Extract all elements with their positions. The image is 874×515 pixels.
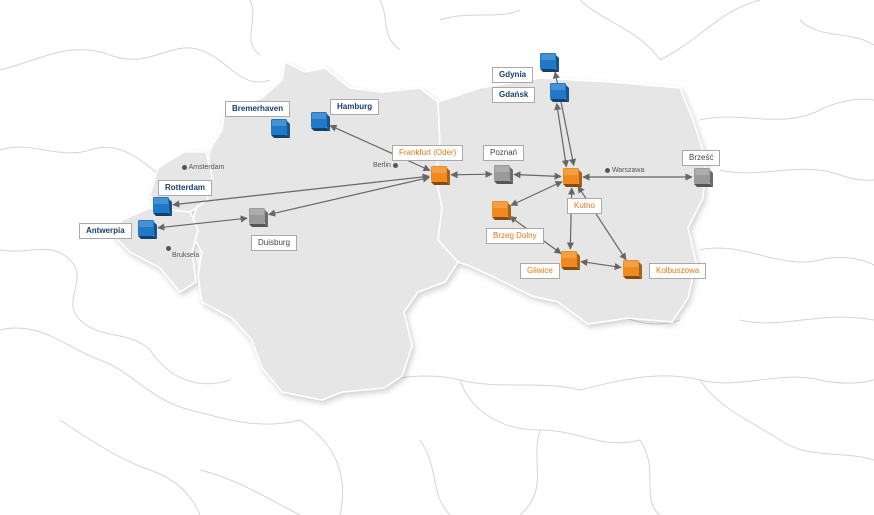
label-duisburg: Duisburg	[251, 235, 298, 251]
route-lines	[157, 71, 693, 271]
label-brzesc: Brześć	[682, 150, 721, 166]
label-gliwice: Gliwice	[520, 263, 560, 279]
city-label: Warszawa	[611, 167, 645, 174]
terminal-marker-gdynia[interactable]	[540, 53, 559, 72]
terminal-marker-kutno[interactable]	[563, 168, 582, 187]
city-berlin: Berlin	[373, 162, 398, 169]
terminal-marker-rotterdam[interactable]	[153, 197, 172, 216]
terminal-marker-poznan[interactable]	[494, 165, 513, 184]
city-bruksela: Bruksela	[166, 245, 199, 259]
label-kutno: Kutno	[567, 198, 602, 214]
label-bremerhaven: Bremerhaven	[225, 101, 291, 117]
terminal-marker-duisburg[interactable]	[249, 208, 268, 227]
route-gdansk-kutno	[554, 102, 569, 168]
route-antwerpia-duisburg	[157, 215, 248, 231]
terminal-marker-bremerhaven[interactable]	[271, 119, 290, 138]
label-frankfurt: Frankfurt (Oder)	[392, 145, 464, 161]
label-gdansk: Gdańsk	[492, 87, 536, 103]
terminal-marker-kolbuszowa[interactable]	[623, 260, 642, 279]
label-gdynia: Gdynia	[492, 67, 534, 83]
label-rotterdam: Rotterdam	[158, 180, 213, 196]
city-amsterdam: Amsterdam	[182, 164, 224, 171]
terminal-marker-frankfurt[interactable]	[431, 166, 450, 185]
label-brzeg-dolny: Brzeg Dolny	[486, 228, 544, 244]
label-hamburg: Hamburg	[330, 99, 380, 115]
city-label: Berlin	[373, 162, 391, 169]
city-label: Amsterdam	[188, 164, 225, 171]
terminal-marker-hamburg[interactable]	[311, 112, 330, 131]
terminal-markers	[138, 53, 713, 279]
terminal-marker-brzeg[interactable]	[492, 201, 511, 220]
label-poznan: Poznań	[483, 145, 525, 161]
route-gliwice-kolbuszowa	[580, 258, 622, 271]
route-hamburg-frankfurt	[329, 124, 431, 172]
label-kolbuszowa: Kolbuszowa	[649, 263, 707, 279]
route-frankfurt-poznan	[450, 170, 493, 179]
route-poznan-kutno	[513, 171, 562, 180]
route-duisburg-frankfurt	[268, 175, 430, 217]
terminal-marker-antwerpia[interactable]	[138, 220, 157, 239]
city-warszawa: Warszawa	[605, 167, 644, 174]
city-dot	[392, 162, 398, 168]
label-antwerpia: Antwerpia	[79, 223, 132, 239]
route-kutno-brzeg	[510, 181, 563, 206]
terminal-marker-gdansk[interactable]	[550, 83, 569, 102]
city-dot	[166, 245, 171, 251]
city-dot	[182, 164, 187, 170]
terminal-marker-gliwice[interactable]	[561, 251, 580, 270]
terminal-marker-brzesc[interactable]	[694, 168, 713, 187]
city-label: Bruksela	[172, 252, 200, 259]
city-dot	[605, 167, 610, 173]
highlighted-countries	[113, 60, 707, 401]
